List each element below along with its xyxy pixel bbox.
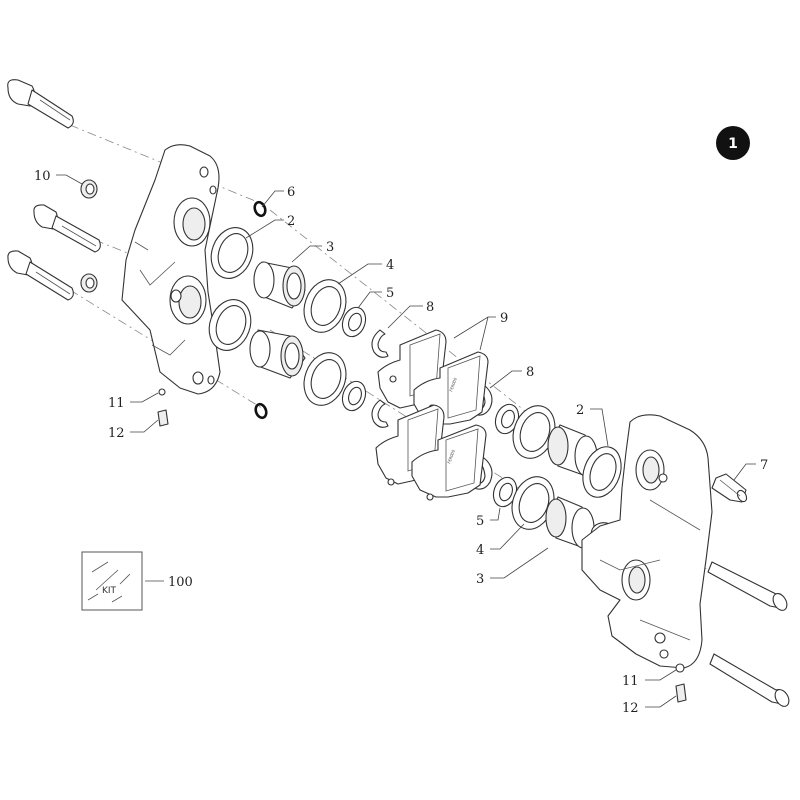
brake-pads-9: FERODO FERODO xyxy=(375,329,489,501)
washer-11-right xyxy=(675,663,685,673)
bolt-bottom-left xyxy=(7,250,74,301)
bushing-10 xyxy=(80,179,98,293)
ring-5-right xyxy=(492,403,520,508)
callout-8-right: 8 xyxy=(526,365,534,380)
callout-11-left: 11 xyxy=(108,396,125,411)
kit-label: KIT xyxy=(102,586,117,596)
callout-2-right: 2 xyxy=(576,403,584,418)
kit-100: KIT xyxy=(81,551,143,611)
callout-100: 100 xyxy=(168,575,193,590)
callout-3-left: 3 xyxy=(326,240,334,255)
washer-11-left xyxy=(158,388,166,396)
bolt-right-upper xyxy=(707,561,788,611)
callout-6: 6 xyxy=(287,185,295,200)
pad-marking-2: FERODO xyxy=(446,448,456,464)
dust-seal-4-right xyxy=(511,405,556,530)
bolt-right-lower xyxy=(709,653,790,707)
bolt-top-left xyxy=(7,79,74,129)
seal-ring-2-left xyxy=(208,227,254,351)
callout-4-left: 4 xyxy=(386,258,394,273)
o-ring-6 xyxy=(253,200,268,420)
caliper-half-left xyxy=(121,144,221,395)
cap-12-left xyxy=(157,409,169,427)
callout-3-right: 3 xyxy=(476,572,484,587)
piston-3-left xyxy=(249,261,306,379)
dust-seal-4-left xyxy=(303,279,347,406)
callout-5-left: 5 xyxy=(386,286,394,301)
callout-11-right: 11 xyxy=(622,674,639,689)
ring-5-left xyxy=(341,306,367,412)
callout-12-left: 12 xyxy=(108,426,125,441)
callout-9: 9 xyxy=(500,311,508,326)
callout-4-right: 4 xyxy=(476,543,484,558)
callout-10: 10 xyxy=(34,169,51,184)
bleed-screw-7 xyxy=(711,473,748,503)
bolt-middle-left xyxy=(33,204,101,253)
caliper-half-right xyxy=(581,414,713,669)
cap-12-right xyxy=(675,683,687,703)
leader-lines xyxy=(56,174,756,708)
callout-2-left: 2 xyxy=(287,214,295,229)
callout-7: 7 xyxy=(760,458,768,473)
callout-labels: 6 2 3 4 5 8 9 8 2 7 5 4 3 10 11 12 100 1… xyxy=(34,169,768,716)
callout-5-right: 5 xyxy=(476,514,484,529)
callout-12-right: 12 xyxy=(622,701,639,716)
pad-marking: FERODO xyxy=(448,376,458,392)
figure-number-badge: 1 xyxy=(716,126,750,160)
badge-label: 1 xyxy=(728,136,738,152)
callout-8-left: 8 xyxy=(426,300,434,315)
